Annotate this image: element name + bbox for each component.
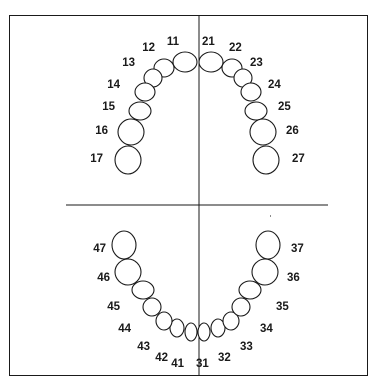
tooth-44 <box>142 297 162 317</box>
tooth-label-14: 14 <box>107 79 120 91</box>
tooth-label-32: 32 <box>218 352 231 364</box>
tooth-label-21: 21 <box>202 36 215 48</box>
tooth-16 <box>117 118 145 146</box>
tooth-45 <box>131 280 155 300</box>
tooth-27 <box>252 145 280 175</box>
tooth-label-23: 23 <box>250 57 263 69</box>
tooth-17 <box>114 145 142 175</box>
tooth-37 <box>255 230 281 260</box>
tooth-35 <box>238 280 262 300</box>
tooth-label-43: 43 <box>137 341 150 353</box>
tooth-14 <box>134 82 156 102</box>
tooth-label-31: 31 <box>196 358 209 370</box>
tooth-47 <box>111 230 137 260</box>
tooth-36 <box>251 258 279 286</box>
tooth-label-22: 22 <box>229 42 242 54</box>
tooth-label-44: 44 <box>118 323 131 335</box>
tooth-label-33: 33 <box>240 341 253 353</box>
teeth-layer <box>111 51 281 342</box>
tooth-33 <box>222 311 240 331</box>
tooth-label-26: 26 <box>286 125 299 137</box>
tooth-label-47: 47 <box>93 243 106 255</box>
tooth-label-12: 12 <box>142 42 155 54</box>
tooth-21 <box>198 51 224 73</box>
tooth-label-15: 15 <box>102 101 115 113</box>
tooth-label-35: 35 <box>276 301 289 313</box>
tooth-label-27: 27 <box>292 153 305 165</box>
tooth-label-42: 42 <box>155 352 168 364</box>
tooth-15 <box>128 101 152 121</box>
tooth-label-41: 41 <box>171 358 184 370</box>
tooth-34 <box>231 297 251 317</box>
tooth-label-24: 24 <box>268 79 281 91</box>
tooth-label-16: 16 <box>95 125 108 137</box>
tooth-label-13: 13 <box>122 57 135 69</box>
tooth-26 <box>249 118 277 146</box>
tooth-label-36: 36 <box>287 272 300 284</box>
tooth-25 <box>244 101 268 121</box>
tooth-43 <box>155 311 173 331</box>
tooth-41 <box>184 322 198 342</box>
tooth-24 <box>240 82 262 102</box>
tooth-label-37: 37 <box>291 243 304 255</box>
tooth-label-34: 34 <box>260 323 273 335</box>
tooth-label-11: 11 <box>167 36 180 48</box>
tooth-label-45: 45 <box>107 301 120 313</box>
tooth-31 <box>197 322 211 342</box>
tooth-46 <box>114 258 142 286</box>
tooth-11 <box>172 51 198 73</box>
tooth-label-17: 17 <box>90 153 103 165</box>
tooth-label-46: 46 <box>97 272 110 284</box>
tooth-label-25: 25 <box>278 101 291 113</box>
